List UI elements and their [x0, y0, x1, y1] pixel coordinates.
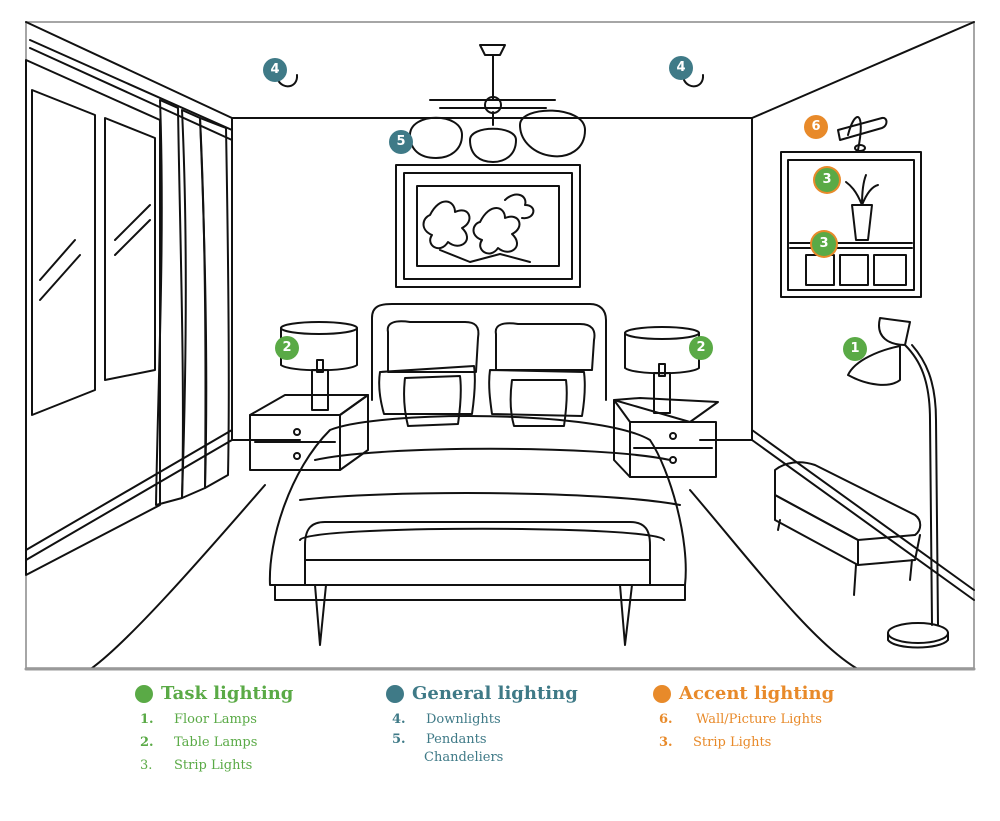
task-dot-icon — [135, 684, 153, 703]
rug — [91, 484, 857, 669]
marker-downlight-right: 4 — [669, 56, 693, 80]
wall-niche — [780, 151, 922, 298]
legend-item-label: Downlights — [426, 712, 501, 727]
legend-accent-title: Accent lighting — [679, 683, 835, 704]
side-bench — [774, 461, 922, 596]
legend-item-label: Pendants — [426, 732, 487, 747]
table-lamp-right — [624, 326, 700, 414]
bedroom-illustration — [24, 21, 976, 671]
legend-item: 6. Wall/Picture Lights — [659, 708, 893, 731]
legend-item-number: 2. — [140, 735, 154, 750]
legend-task-title: Task lighting — [161, 683, 294, 704]
accent-dot-icon — [653, 684, 671, 703]
marker-table-lamp-left: 2 — [275, 336, 299, 360]
legend-task: Task lighting 1. Floor Lamps 2. Table La… — [135, 683, 355, 777]
legend-item: 3. Strip Lights — [140, 754, 355, 777]
legend-item-number: 3. — [659, 735, 673, 750]
legend-task-header: Task lighting — [135, 683, 355, 704]
legend-item: 5. Pendants — [392, 731, 626, 749]
marker-strip-top: 3 — [815, 168, 839, 192]
picture-light — [837, 115, 888, 152]
legend-general-title: General lighting — [412, 683, 578, 704]
legend-item: 4. Downlights — [392, 708, 626, 731]
pendant-chandelier — [409, 44, 586, 163]
marker-downlight-left: 4 — [263, 58, 287, 82]
legend-item: 2. Table Lamps — [140, 731, 355, 754]
legend-item-number: 6. — [659, 712, 673, 727]
legend-item-number: 5. — [392, 732, 406, 747]
bed-bench — [304, 521, 651, 646]
nightstand-right — [613, 397, 719, 478]
legend-item-label: Floor Lamps — [174, 712, 257, 727]
legend-general: General lighting 4. Downlights 5. Pendan… — [386, 683, 626, 767]
legend-general-header: General lighting — [386, 683, 626, 704]
floor-lamp — [847, 317, 949, 649]
general-dot-icon — [386, 684, 404, 703]
marker-table-lamp-right: 2 — [689, 336, 713, 360]
legend-item: Chandeliers — [392, 749, 626, 767]
downlight-left — [277, 74, 299, 88]
marker-strip-shelf: 3 — [812, 232, 836, 256]
legend-item: 3. Strip Lights — [659, 731, 893, 754]
legend-item-label: Chandeliers — [424, 750, 504, 765]
bed — [268, 303, 687, 601]
curtain — [155, 99, 230, 506]
legend-item-number: 3. — [140, 758, 153, 773]
marker-floor-lamp: 1 — [843, 337, 867, 361]
legend-accent: Accent lighting 6. Wall/Picture Lights 3… — [653, 683, 893, 754]
marker-picture-light: 6 — [804, 115, 828, 139]
table-lamp-left — [280, 321, 358, 411]
legend-item-label: Wall/Picture Lights — [696, 712, 822, 727]
downlight-right — [683, 74, 705, 88]
legend-item-label: Strip Lights — [174, 758, 253, 773]
legend-accent-header: Accent lighting — [653, 683, 893, 704]
legend-item-number: 1. — [140, 712, 154, 727]
legend-item-number: 4. — [392, 712, 406, 727]
marker-pendant: 5 — [389, 130, 413, 154]
legend-item-label: Strip Lights — [693, 735, 772, 750]
framed-picture — [395, 164, 581, 288]
nightstand-left — [249, 394, 369, 471]
legend-item: 1. Floor Lamps — [140, 708, 355, 731]
window — [25, 39, 233, 576]
legend-item-label: Table Lamps — [174, 735, 258, 750]
